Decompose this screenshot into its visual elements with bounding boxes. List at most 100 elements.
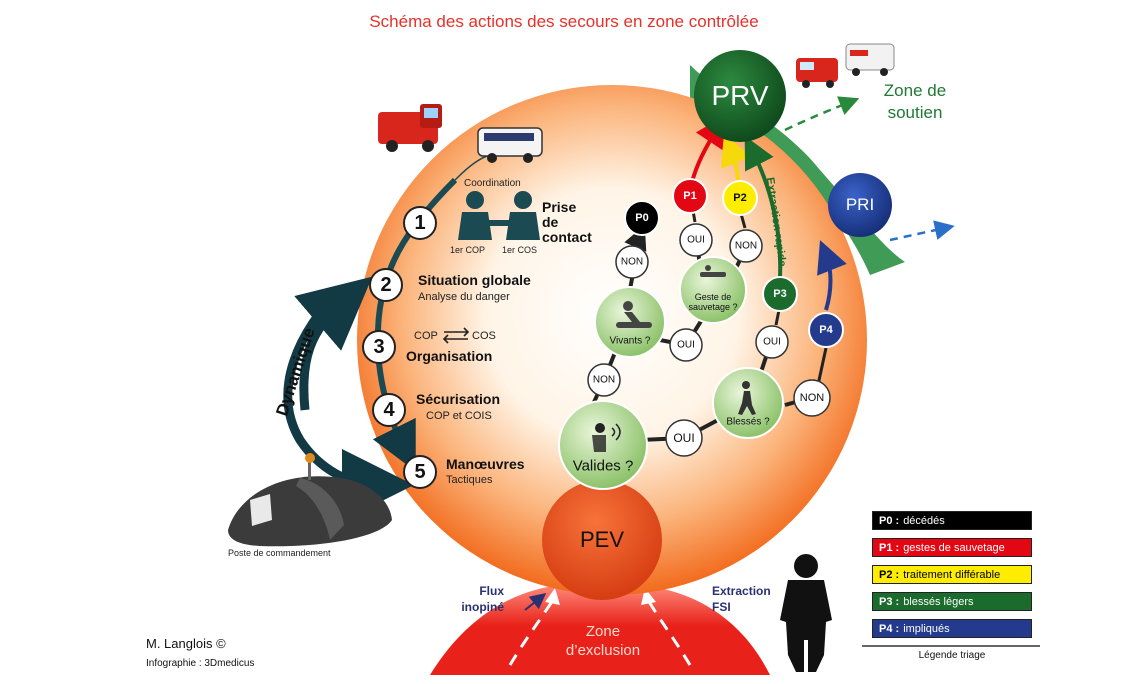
police-van-icon (477, 127, 543, 163)
exclusion-line-2: d’exclusion (565, 642, 641, 659)
step-1-badge: 1 (403, 206, 437, 240)
step-5-sub: Tactiques (446, 474, 493, 486)
non-text-valides: NON (592, 374, 616, 386)
non-node-vivants (615, 245, 649, 279)
legend-code: P3 : (879, 596, 900, 608)
p3-circle (762, 276, 798, 312)
legend-text: traitement différable (903, 569, 1001, 581)
soutien-dashed-arrow (784, 96, 860, 132)
valides-label: Valides ? (572, 457, 634, 475)
soutien-line-1: Zone de (883, 81, 947, 100)
pev-label: PEV (579, 527, 625, 552)
flux-arrow (524, 593, 547, 611)
oui-text-vivants: OUI (677, 339, 695, 351)
non-text-vivants: NON (620, 256, 644, 268)
pri-dashed-arrow (889, 220, 955, 242)
legend-row: P0 :décédés (872, 511, 1032, 530)
flux-line-1: Flux (479, 584, 504, 598)
legend-row: P1 :gestes de sauvetage (872, 538, 1032, 557)
geste-line-2: sauvetage ? (688, 302, 738, 312)
prise-line-1: Prise (542, 199, 577, 215)
pev-circle (542, 480, 662, 600)
cos-label: 1er COS (502, 245, 538, 255)
non-text-geste: NON (734, 240, 758, 252)
prv-circle (694, 50, 786, 142)
legend-text: décédés (903, 515, 945, 527)
non-text-blesses: NON (799, 392, 825, 404)
infographie-credit: Infographie : 3Dmedicus (146, 658, 255, 669)
legend-code: P2 : (879, 569, 900, 581)
legend-text: gestes de sauvetage (903, 542, 1005, 554)
soutien-label: Zone de soutien (860, 80, 970, 124)
pri-label: PRI (845, 195, 875, 214)
cop-label: 1er COP (450, 245, 486, 255)
extraction-fsi-label: Extraction FSI (712, 583, 771, 615)
conn-p4-non (816, 347, 828, 386)
cpr-icon (616, 301, 652, 328)
dynamique-arc-top (294, 276, 373, 411)
p0-label: P0 (635, 212, 649, 224)
step-4-label: Sécurisation (416, 391, 501, 407)
p0-circle (624, 200, 660, 236)
exclusion-zone (430, 585, 770, 675)
author-credit: M. Langlois © (146, 636, 226, 651)
speaking-icon (592, 423, 621, 452)
police-officer-icon (780, 554, 832, 672)
exclusion-line-1: Zone (585, 623, 621, 640)
exclusion-arrow-left (545, 588, 560, 605)
non-node-valides (587, 363, 621, 397)
page-title: Schéma des actions des secours en zone c… (369, 12, 759, 31)
step-3-label: Organisation (406, 348, 493, 364)
ambulance-red-icon (796, 58, 838, 88)
oui-node-vivants (669, 328, 703, 362)
non-node-blesses (793, 379, 831, 417)
step-3-cop: COP (414, 330, 438, 342)
flux-line-2: inopiné (461, 600, 504, 614)
exchange-icon (442, 327, 470, 344)
non-node-geste (729, 229, 763, 263)
arrow-p3-prv (744, 135, 783, 279)
command-post-tent-icon (228, 453, 392, 547)
exclusion-dash-right (646, 599, 692, 666)
step-3-badge: 3 (362, 330, 396, 364)
handshake-icon (458, 191, 540, 240)
legend-text: impliqués (903, 623, 950, 635)
legend-row: P3 :blessés légers (872, 592, 1032, 611)
exclusion-label: Zone d’exclusion (548, 622, 658, 660)
poste-label: Poste de commandement (228, 548, 331, 558)
step-5-label: Manœuvres (446, 456, 525, 472)
oui-node-geste (679, 223, 713, 257)
oui-text-geste: OUI (687, 234, 705, 246)
legend-text: blessés légers (903, 596, 974, 608)
vivants-label: Vivants ? (609, 335, 651, 347)
step-4-sub: COP et COIS (426, 410, 492, 422)
prise-de-contact-label: Prise de contact (542, 200, 592, 245)
step-2-label: Situation globale (418, 272, 531, 288)
geste-node (679, 256, 747, 324)
geste-line-1: Geste de (694, 292, 732, 302)
p1-label: P1 (683, 190, 697, 202)
p2-circle (722, 180, 758, 216)
p4-circle (808, 312, 844, 348)
extraction-line-1: Extraction (712, 584, 771, 598)
p2-label: P2 (733, 192, 747, 204)
prv-label: PRV (711, 80, 769, 111)
oui-text-blesses: OUI (763, 336, 781, 348)
step-2-badge: 2 (369, 268, 403, 302)
legend-code: P0 : (879, 515, 900, 527)
legend-code: P4 : (879, 623, 900, 635)
walking-person-icon (738, 381, 756, 415)
p3-label: P3 (773, 288, 787, 300)
step-4-badge: 4 (372, 393, 406, 427)
oui-node-blesses (755, 325, 789, 359)
soutien-line-2: soutien (887, 103, 943, 122)
legend-row: P4 :impliqués (872, 619, 1032, 638)
fire-truck-icon (378, 104, 442, 152)
arrow-p2-prv (721, 133, 751, 183)
arrow-p4-pri (817, 240, 847, 311)
flux-label: Flux inopiné (448, 583, 504, 615)
exclusion-dash-left (508, 599, 555, 666)
step-2-sub: Analyse du danger (418, 291, 510, 303)
stretcher-icon (700, 265, 726, 277)
prise-line-3: contact (542, 229, 592, 245)
